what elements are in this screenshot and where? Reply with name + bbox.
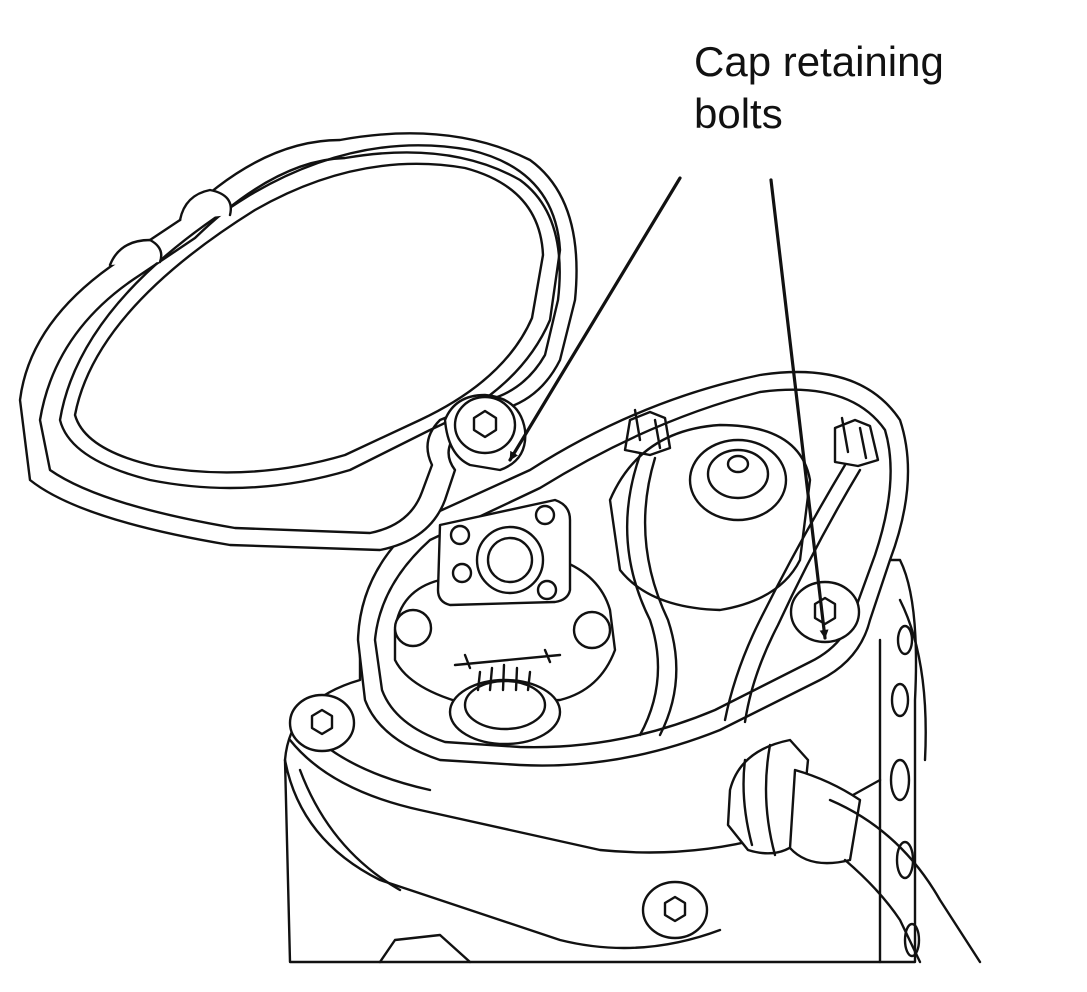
bolt-head-right-cap	[789, 580, 861, 644]
pointer-arrows	[508, 176, 829, 640]
callout-line-1: Cap retaining	[694, 38, 944, 85]
gear-assembly	[393, 498, 617, 746]
cable-gland	[726, 738, 982, 964]
removed-cap	[18, 132, 578, 552]
callout-label: Cap retaining bolts	[694, 36, 1074, 140]
pointer-arrow-cap-bolt	[508, 176, 682, 462]
bolt-head-left	[288, 693, 356, 753]
pointer-arrow-housing-bolt	[769, 178, 829, 640]
commutator	[608, 408, 880, 737]
callout-line-2: bolts	[694, 90, 783, 137]
bolt-head-bottom	[641, 880, 709, 940]
housing-bolts	[288, 580, 861, 940]
